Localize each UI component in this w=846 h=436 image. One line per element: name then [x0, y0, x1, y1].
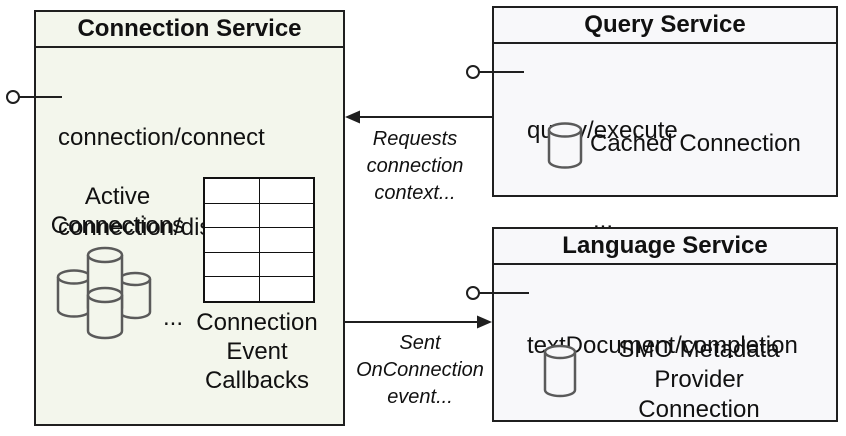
table-cell — [205, 179, 259, 203]
table-cell — [259, 179, 313, 203]
connection-event-callbacks-label: Connection Event Callbacks — [196, 309, 318, 394]
connection-table — [203, 177, 315, 303]
cached-connection-label: Cached Connection — [590, 130, 801, 157]
table-cell — [205, 228, 259, 252]
table-cell — [259, 277, 313, 301]
active-connections-label: Active Connections — [50, 183, 185, 239]
table-cell — [205, 252, 259, 277]
query-service-box: Query Service query/execute ... Cached C… — [492, 6, 838, 234]
smo-metadata-provider-label: SMO Metadata Provider Connection — [618, 336, 780, 423]
table-cell — [259, 203, 313, 228]
sent-onconnection-arrow — [344, 315, 492, 329]
sent-onconnection-event-label: Sent OnConnection event... — [356, 332, 484, 408]
table-cell — [259, 252, 313, 277]
methods-ellipsis: ... — [666, 422, 687, 436]
method-connection-connect: connection/connect — [58, 124, 265, 151]
language-service-title: Language Service — [494, 229, 836, 265]
requests-connection-arrow — [345, 110, 493, 124]
query-service-title: Query Service — [494, 8, 836, 44]
table-cell — [205, 203, 259, 228]
language-service-box: Language Service textDocument/completion… — [492, 227, 838, 436]
table-cell — [259, 228, 313, 252]
connection-service-title: Connection Service — [36, 12, 343, 48]
methods-ellipsis: ... — [162, 304, 183, 331]
connection-service-box: Connection Service connection/connect co… — [34, 10, 345, 426]
table-cell — [205, 277, 259, 301]
requests-connection-context-label: Requests connection context... — [366, 128, 464, 204]
